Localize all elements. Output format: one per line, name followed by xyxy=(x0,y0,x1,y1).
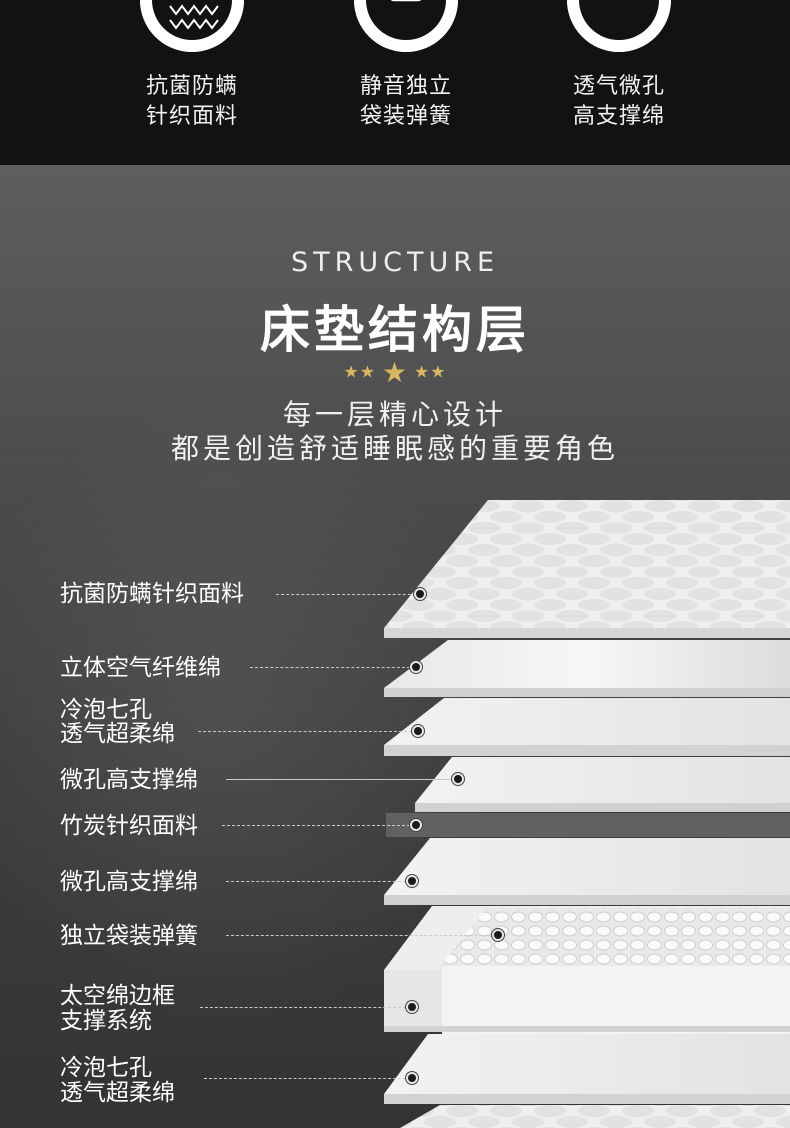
section-title: 床垫结构层 xyxy=(260,301,530,359)
layer-label: 冷泡七孔 xyxy=(60,1055,152,1081)
layer-knit-fabric xyxy=(384,500,790,638)
leader-line xyxy=(276,594,416,595)
spring-coil-icon xyxy=(354,0,458,52)
feature-line1: 抗菌防螨 xyxy=(145,74,238,99)
marker-dot xyxy=(410,661,422,673)
marker-dot xyxy=(492,929,504,941)
marker-dot xyxy=(410,819,422,831)
layer-label: 抗菌防螨针织面料 xyxy=(60,581,244,607)
marker-dot xyxy=(406,875,418,887)
layer-cold-foam xyxy=(384,1034,790,1104)
layer-label: 微孔高支撑绵 xyxy=(60,767,198,793)
knit-fabric-icon xyxy=(140,0,244,52)
feature-line2: 袋装弹簧 xyxy=(359,104,452,129)
layer-air-fiber xyxy=(384,640,790,697)
layer-label: 立体空气纤维绵 xyxy=(60,655,221,681)
leader-line xyxy=(226,935,492,936)
layer-label: 竹炭针织面料 xyxy=(60,813,198,839)
feature-band: 抗菌防螨 针织面料 静音独立 袋装弹簧 xyxy=(0,0,790,165)
leader-line xyxy=(226,779,452,780)
leader-line xyxy=(226,881,406,882)
leader-line xyxy=(250,667,410,668)
marker-dot xyxy=(452,773,464,785)
rating-stars: ★★★★★ xyxy=(0,356,790,389)
feature-text: 静音独立 袋装弹簧 xyxy=(294,72,518,132)
layer-label: 支撑系统 xyxy=(60,1008,152,1034)
star-icon: ★★ xyxy=(343,362,376,383)
section-subtitle: 每一层精心设计 xyxy=(282,398,507,431)
star-icon: ★★ xyxy=(414,362,447,383)
marker-dot xyxy=(406,1072,418,1084)
layer-pocket-springs xyxy=(384,906,790,970)
section-subtitle: 都是创造舒适睡眠感的重要角色 xyxy=(170,432,619,465)
marker-dot xyxy=(414,588,426,600)
layer-label: 太空绵边框 xyxy=(60,983,175,1009)
feature-line2: 针织面料 xyxy=(145,104,238,129)
section-en-title: STRUCTURE xyxy=(290,247,500,278)
feature-line2: 高支撑绵 xyxy=(572,104,665,129)
layer-label: 微孔高支撑绵 xyxy=(60,869,198,895)
layer-label: 透气超柔绵 xyxy=(60,721,175,747)
leader-line xyxy=(198,731,412,732)
star-icon: ★ xyxy=(381,356,409,389)
leader-line xyxy=(204,1078,406,1079)
feature-text: 抗菌防螨 针织面料 xyxy=(80,72,304,132)
leader-line xyxy=(200,1007,406,1008)
layer-microporous-foam xyxy=(415,757,790,812)
marker-dot xyxy=(412,725,424,737)
feature-text: 透气微孔 高支撑绵 xyxy=(507,72,731,132)
leader-line xyxy=(222,825,410,826)
layer-bottom-fabric xyxy=(400,1105,790,1128)
layer-label: 透气超柔绵 xyxy=(60,1080,175,1106)
foam-hole-icon xyxy=(567,0,671,52)
layer-label: 独立袋装弹簧 xyxy=(60,923,198,949)
marker-dot xyxy=(406,1001,418,1013)
feature-line1: 静音独立 xyxy=(359,74,452,99)
layer-cold-foam xyxy=(384,698,790,756)
feature-line1: 透气微孔 xyxy=(572,74,665,99)
layer-bamboo-charcoal xyxy=(386,813,790,837)
layer-microporous-foam xyxy=(384,838,790,905)
layer-frame-support xyxy=(384,966,790,1034)
layer-label: 冷泡七孔 xyxy=(60,697,152,723)
